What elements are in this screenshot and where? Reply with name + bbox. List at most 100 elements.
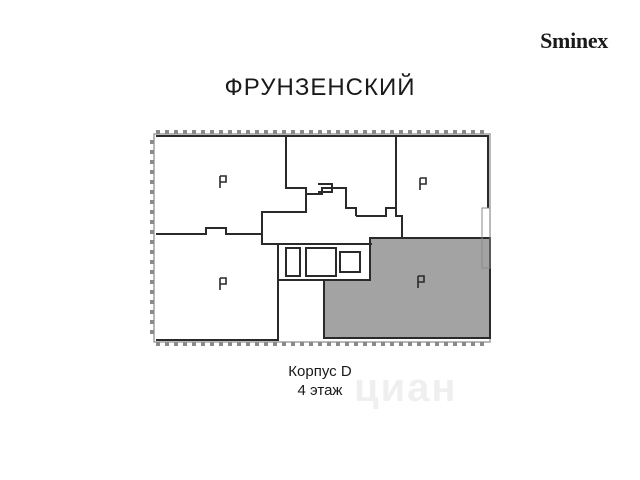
- window-tick: [150, 250, 154, 254]
- window-tick: [318, 342, 322, 346]
- window-tick: [150, 160, 154, 164]
- window-tick: [336, 342, 340, 346]
- window-tick: [471, 130, 475, 134]
- window-tick: [327, 130, 331, 134]
- window-tick: [150, 300, 154, 304]
- floor-label: 4 этаж: [297, 382, 343, 399]
- window-tick: [480, 342, 484, 346]
- window-tick: [150, 320, 154, 324]
- window-tick: [264, 130, 268, 134]
- entrance-marks: [219, 175, 427, 290]
- window-tick: [345, 342, 349, 346]
- window-tick: [246, 342, 250, 346]
- window-tick: [150, 180, 154, 184]
- window-tick: [426, 342, 430, 346]
- window-tick: [426, 130, 430, 134]
- window-tick: [150, 270, 154, 274]
- window-tick: [417, 130, 421, 134]
- window-tick: [192, 130, 196, 134]
- window-tick: [309, 130, 313, 134]
- window-tick: [390, 342, 394, 346]
- window-tick: [381, 130, 385, 134]
- window-tick: [444, 130, 448, 134]
- window-tick: [150, 170, 154, 174]
- window-tick: [156, 342, 160, 346]
- window-tick: [183, 130, 187, 134]
- window-tick: [150, 200, 154, 204]
- window-tick: [174, 130, 178, 134]
- window-tick: [150, 310, 154, 314]
- window-tick: [309, 342, 313, 346]
- window-tick: [372, 342, 376, 346]
- window-tick: [264, 342, 268, 346]
- window-tick: [336, 130, 340, 134]
- brand-logo: Sminex: [540, 28, 608, 53]
- window-tick: [165, 130, 169, 134]
- window-tick: [273, 130, 277, 134]
- window-tick: [408, 130, 412, 134]
- window-tick: [192, 342, 196, 346]
- window-tick: [237, 342, 241, 346]
- window-tick: [282, 342, 286, 346]
- window-tick: [390, 130, 394, 134]
- window-tick: [372, 130, 376, 134]
- window-tick: [228, 130, 232, 134]
- window-tick: [255, 342, 259, 346]
- window-tick: [210, 342, 214, 346]
- building-label: Корпус D: [288, 363, 352, 380]
- window-tick: [453, 342, 457, 346]
- window-tick: [291, 130, 295, 134]
- window-tick: [150, 230, 154, 234]
- window-tick: [408, 342, 412, 346]
- window-tick: [300, 130, 304, 134]
- window-tick: [150, 140, 154, 144]
- window-tick: [399, 130, 403, 134]
- window-tick: [150, 280, 154, 284]
- window-tick: [480, 130, 484, 134]
- window-tick: [201, 130, 205, 134]
- window-tick: [219, 342, 223, 346]
- window-pattern: [150, 130, 484, 346]
- window-tick: [381, 342, 385, 346]
- window-tick: [228, 342, 232, 346]
- window-tick: [150, 210, 154, 214]
- window-tick: [246, 130, 250, 134]
- window-tick: [174, 342, 178, 346]
- window-tick: [150, 330, 154, 334]
- window-tick: [318, 130, 322, 134]
- window-tick: [354, 130, 358, 134]
- window-tick: [150, 260, 154, 264]
- window-tick: [219, 130, 223, 134]
- window-tick: [150, 190, 154, 194]
- window-tick: [255, 130, 259, 134]
- window-tick: [150, 290, 154, 294]
- window-tick: [327, 342, 331, 346]
- window-tick: [201, 342, 205, 346]
- window-tick: [282, 130, 286, 134]
- window-tick: [444, 342, 448, 346]
- window-tick: [183, 342, 187, 346]
- window-tick: [150, 150, 154, 154]
- window-tick: [345, 130, 349, 134]
- window-tick: [210, 130, 214, 134]
- window-tick: [363, 342, 367, 346]
- window-tick: [291, 342, 295, 346]
- window-tick: [354, 342, 358, 346]
- window-tick: [165, 342, 169, 346]
- window-tick: [273, 342, 277, 346]
- window-tick: [237, 130, 241, 134]
- window-tick: [435, 130, 439, 134]
- window-tick: [435, 342, 439, 346]
- window-tick: [363, 130, 367, 134]
- window-tick: [399, 342, 403, 346]
- window-tick: [471, 342, 475, 346]
- watermark-logo: циан: [354, 366, 458, 410]
- window-tick: [300, 342, 304, 346]
- window-tick: [462, 342, 466, 346]
- window-tick: [453, 130, 457, 134]
- floor-plan: [150, 130, 491, 346]
- floor-caption: Корпус D 4 этаж: [0, 362, 640, 400]
- window-tick: [156, 130, 160, 134]
- window-tick: [150, 220, 154, 224]
- interior-walls: [156, 135, 491, 341]
